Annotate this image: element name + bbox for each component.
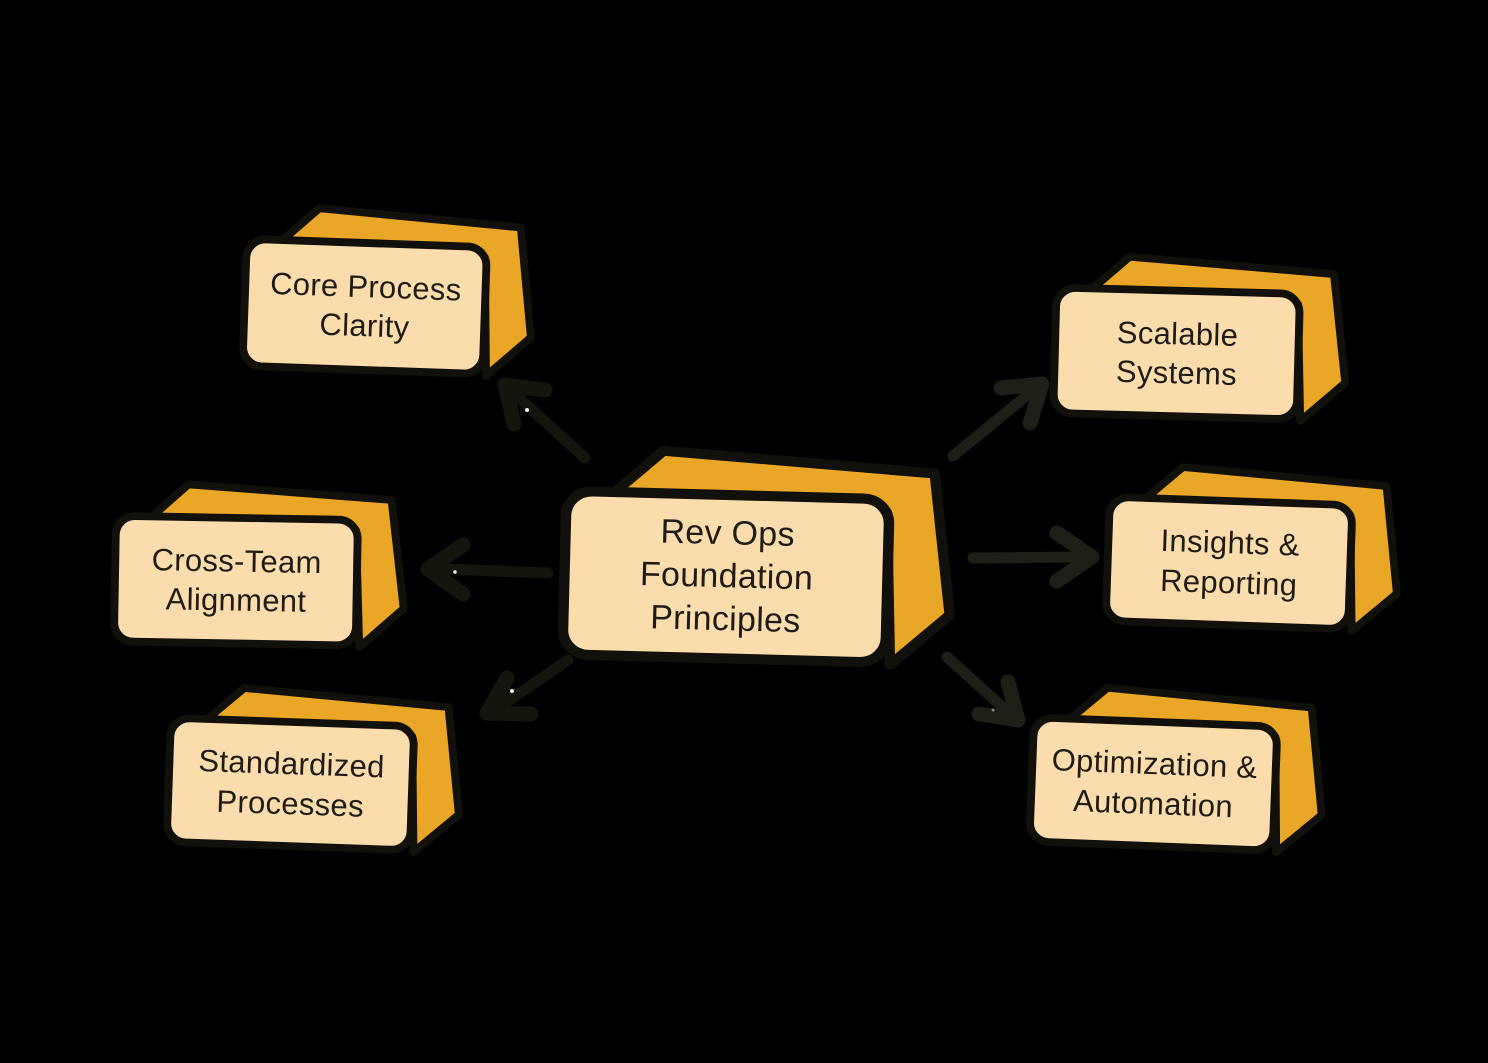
node-cross-team-alignment: Cross-Team Alignment (109, 474, 410, 651)
node-label: Optimization & Automation (1051, 742, 1259, 825)
node-label: Insights & Reporting (1159, 523, 1301, 603)
arrow-center-to-core-process-clarity (497, 377, 591, 464)
arrow-center-to-cross-team-alignment (420, 537, 554, 602)
arrow-center-to-standardized-processes (479, 654, 574, 722)
speck-dot (453, 570, 457, 574)
node-label: Standardized Processes (197, 743, 386, 824)
speck-dot (991, 708, 995, 712)
node-insights-reporting: Insights & Reporting (1100, 456, 1405, 636)
speck-dot (525, 408, 529, 412)
node-label: Scalable Systems (1115, 314, 1239, 393)
node-scalable-systems: Scalable Systems (1048, 246, 1352, 426)
node-core-process-clarity: Core Process Clarity (237, 197, 539, 381)
node-label: Rev Ops Foundation Principles (639, 512, 814, 641)
node-label: Cross-Team Alignment (151, 541, 323, 619)
arrow-center-to-optimization-automation (941, 651, 1026, 728)
node-label: Core Process Clarity (269, 265, 463, 346)
arrow-center-to-scalable-systems (947, 376, 1050, 462)
speck-dot (510, 689, 514, 693)
node-optimization-automation: Optimization & Automation (1024, 676, 1330, 857)
arrow-center-to-insights-reporting (967, 525, 1100, 589)
node-standardized-processes: Standardized Processes (161, 677, 467, 857)
node-rev-ops-foundation-principles: Rev Ops Foundation Principles (555, 437, 959, 671)
